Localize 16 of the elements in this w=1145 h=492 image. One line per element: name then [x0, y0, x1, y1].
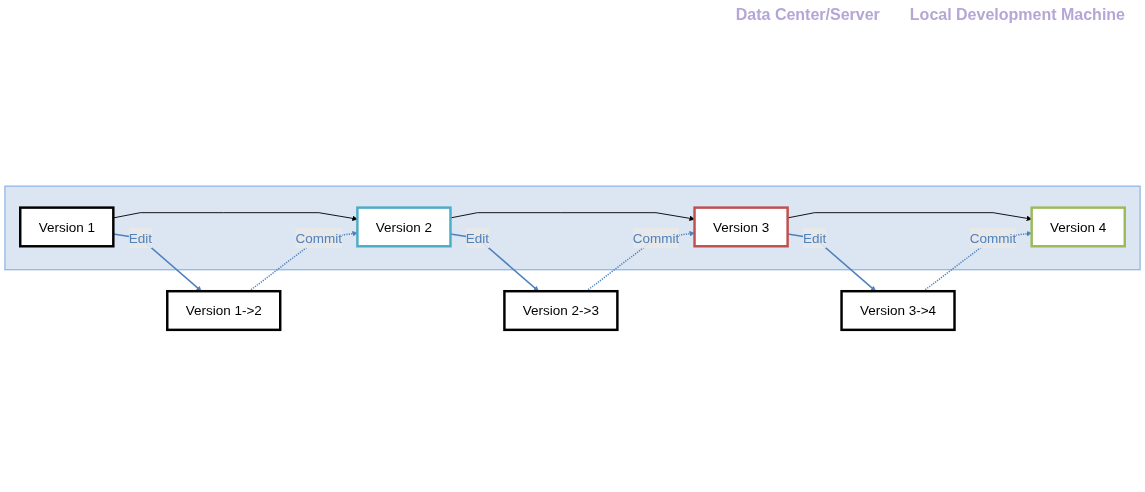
edge-label: Edit	[128, 230, 152, 246]
edge-label: Edit	[802, 230, 827, 246]
zone-label: Data Center/Server	[735, 6, 880, 24]
cluster	[4, 185, 1141, 271]
zone-label: Local Development Machine	[909, 6, 1125, 24]
node-box: Version 2	[356, 206, 452, 248]
node-box: Version 4	[1030, 206, 1126, 248]
node-box: Version 3	[693, 206, 789, 248]
node-box: Version 2->3	[503, 289, 619, 332]
edge-label: Edit	[465, 230, 490, 246]
edge-label: Commit	[632, 230, 680, 246]
edge-label: Commit	[969, 230, 1017, 246]
node-box: Version 1->2	[166, 289, 282, 332]
node-box: Version 3->4	[840, 289, 956, 332]
node-box: Version 1	[19, 206, 115, 248]
edge-label: Commit	[295, 230, 343, 246]
